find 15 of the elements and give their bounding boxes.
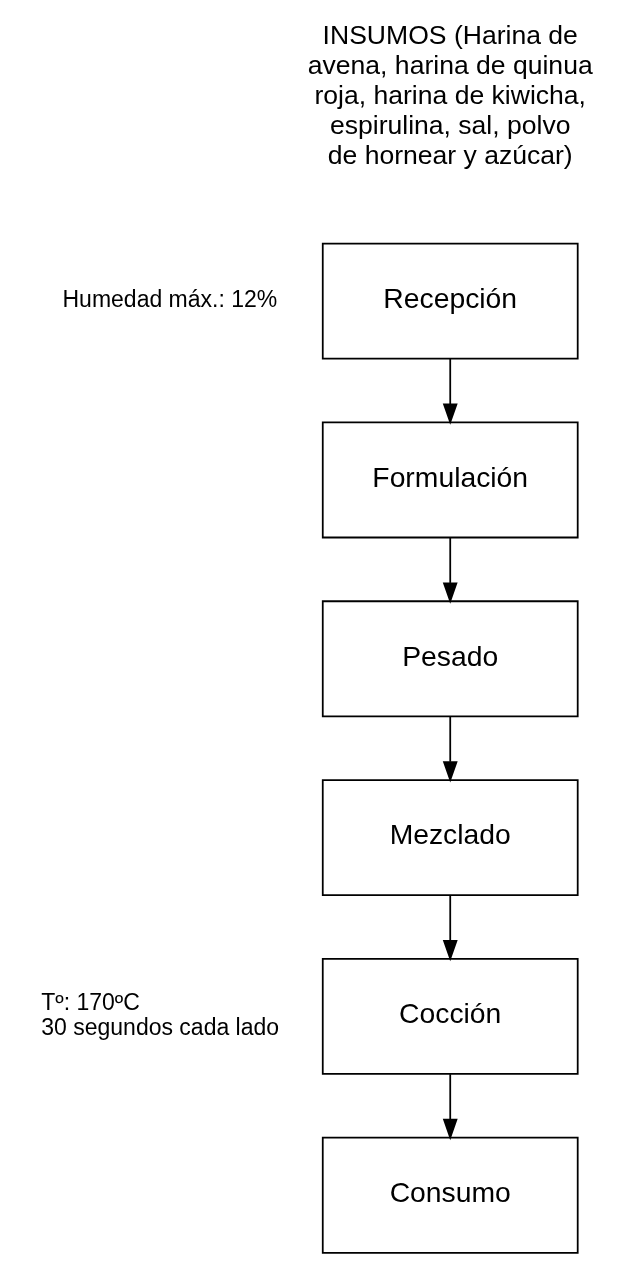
arrow [442, 715, 458, 783]
arrow [442, 894, 458, 962]
node-label: Humedad máx.: 12% [61, 286, 277, 313]
node-box: Recepción [321, 242, 579, 360]
node-box: Formulación [321, 421, 579, 539]
arrow [442, 358, 458, 425]
node-box: Cocción [321, 958, 579, 1075]
arrow [442, 536, 458, 604]
node-box: Mezclado [321, 779, 579, 897]
node-label: 30 segundos cada lado [40, 1013, 279, 1040]
node-box: Pesado [321, 600, 579, 718]
node-label: INSUMOS (Harina de avena, harina de quinua roja, harina de kiwicha, espirulina, sal, polvo de hornear y azúcar) [307, 19, 593, 170]
node-label: Tº: 170ºC [40, 989, 140, 1016]
node-box: Consumo [321, 1136, 579, 1254]
arrow [442, 1073, 458, 1141]
